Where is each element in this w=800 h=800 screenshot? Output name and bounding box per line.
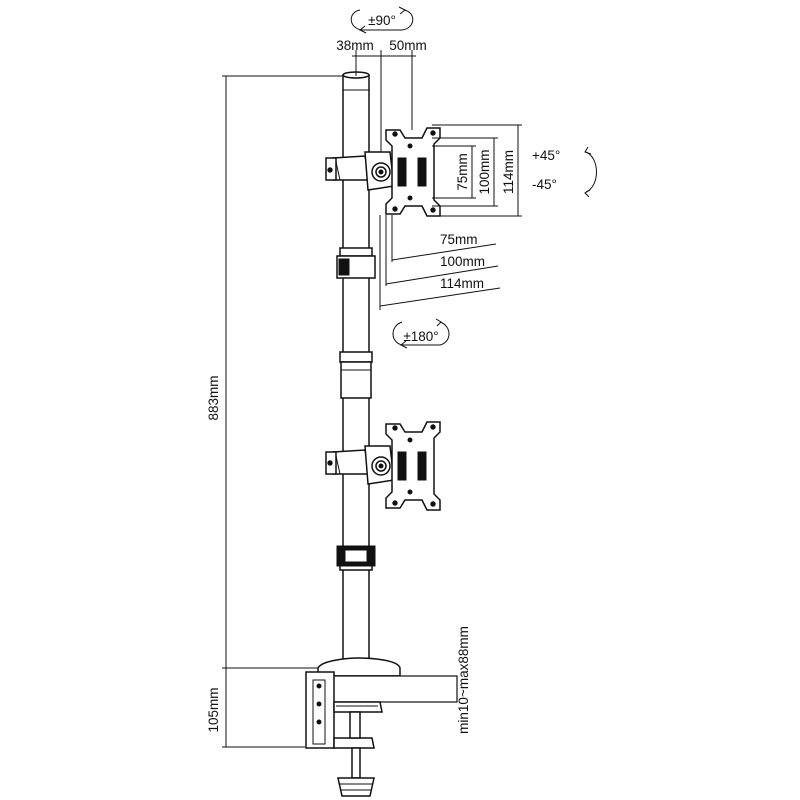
cable-clip-upper — [336, 255, 376, 279]
swivel-arrow — [392, 318, 450, 349]
pole-collar — [339, 247, 373, 257]
vesa-horizontal-114-label: 114mm — [440, 276, 484, 291]
lower-arm-bracket — [325, 445, 395, 485]
rotation-arrow-top — [350, 6, 414, 34]
dimension-vesa-horizontal — [379, 215, 501, 310]
dimension-total-height — [222, 75, 345, 748]
cable-clip-middle — [340, 361, 372, 399]
pole-offset-left-label: 38mm — [336, 38, 374, 53]
upper-arm-bracket — [325, 151, 395, 191]
rotation-top-label: ±90° — [368, 13, 396, 28]
vesa-horizontal-75-label: 75mm — [440, 232, 478, 247]
vesa-vertical-100-label: 100mm — [477, 149, 492, 194]
pole-offset-right-label: 50mm — [389, 38, 427, 53]
pole-collar — [339, 351, 373, 363]
vesa-vertical-114-label: 114mm — [501, 150, 516, 194]
clamp-height-label: 105mm — [206, 687, 221, 732]
tilt-up-label: +45° — [532, 148, 560, 163]
dimension-vesa-vertical — [432, 124, 522, 217]
desk-thickness-label: min10~max88mm — [456, 626, 471, 734]
swivel-label: ±180° — [403, 329, 438, 344]
desk-section — [329, 675, 458, 703]
cable-clip-lower — [336, 545, 376, 567]
vesa-horizontal-100-label: 100mm — [440, 254, 485, 269]
desk-clamp — [305, 671, 383, 797]
tilt-arrow — [584, 146, 597, 198]
upper-vesa-plate — [385, 127, 441, 217]
vesa-vertical-75-label: 75mm — [455, 153, 470, 191]
total-height-label: 883mm — [206, 375, 221, 420]
tilt-down-label: -45° — [532, 177, 557, 192]
lower-vesa-plate — [385, 421, 441, 511]
dimension-pole-offset — [352, 50, 416, 152]
